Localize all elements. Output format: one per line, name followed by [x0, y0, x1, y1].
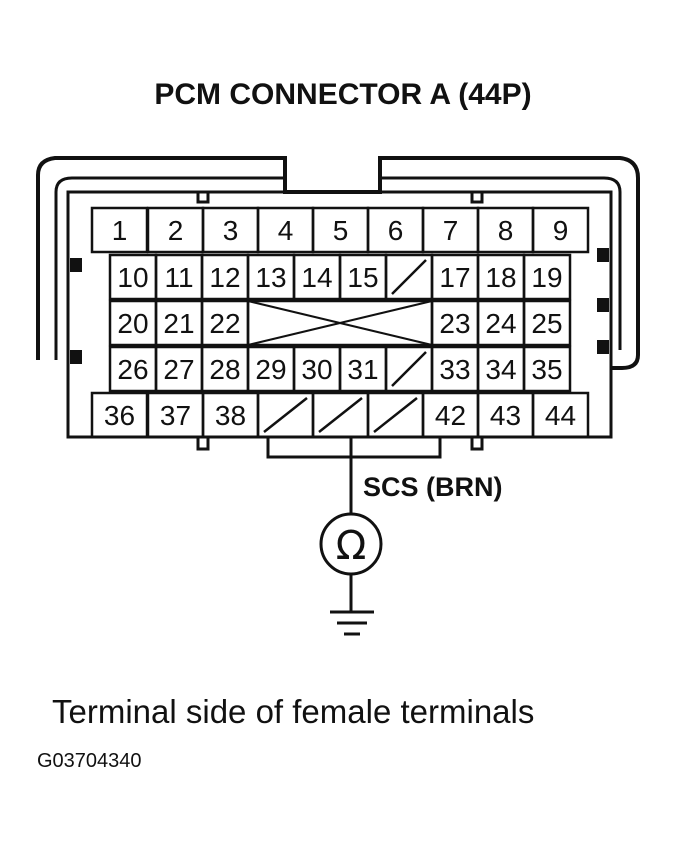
terminal-number: 4 [278, 215, 294, 246]
terminal-number: 19 [531, 262, 562, 293]
terminal-number: 21 [163, 308, 194, 339]
terminal-number: 26 [117, 354, 148, 385]
terminal-cavity [531, 206, 590, 254]
terminal-number: 7 [443, 215, 459, 246]
empty-cavity-slash [391, 351, 427, 387]
terminal-number: 3 [223, 215, 239, 246]
terminal-number: 5 [333, 215, 349, 246]
terminal-number: 6 [388, 215, 404, 246]
empty-cavity-slash [391, 259, 427, 295]
terminal-number: 43 [490, 400, 521, 431]
figure-code: G03704340 [37, 750, 142, 772]
terminal-number: 20 [117, 308, 148, 339]
terminal-number: 13 [255, 262, 286, 293]
empty-cavity-slash [263, 397, 308, 433]
terminal-number: 2 [168, 215, 184, 246]
blocked-cavity-cross [247, 300, 433, 346]
terminal-number: 37 [160, 400, 191, 431]
terminal-number: 42 [435, 400, 466, 431]
empty-cavity-slash [318, 397, 363, 433]
terminal-number: 35 [531, 354, 562, 385]
terminal-number: 18 [485, 262, 516, 293]
ground-icon [330, 610, 374, 636]
terminal-number: 29 [255, 354, 286, 385]
terminal-number: 33 [439, 354, 470, 385]
terminal-cavity [522, 345, 572, 393]
terminal-number: 24 [485, 308, 516, 339]
terminal-number: 17 [439, 262, 470, 293]
terminal-number: 31 [347, 354, 378, 385]
caption: Terminal side of female terminals [52, 693, 534, 730]
terminal-number: 1 [112, 215, 128, 246]
terminal-number: 44 [545, 400, 576, 431]
terminal-number: 34 [485, 354, 516, 385]
empty-cavity-slash [373, 397, 418, 433]
terminal-number: 30 [301, 354, 332, 385]
terminal-number: 28 [209, 354, 240, 385]
terminal-number: 23 [439, 308, 470, 339]
terminal-number: 22 [209, 308, 240, 339]
terminal-cavity [531, 391, 590, 439]
terminal-number: 36 [104, 400, 135, 431]
ohm-glyph: Ω [336, 523, 367, 569]
terminal-cavity [522, 299, 572, 347]
wire-label: SCS (BRN) [363, 472, 503, 502]
terminal-number: 9 [553, 215, 569, 246]
terminal-number: 11 [164, 262, 193, 293]
ohmmeter-circuit: Ω [319, 437, 383, 636]
terminal-number: 25 [531, 308, 562, 339]
terminal-number: 8 [498, 215, 514, 246]
terminal-number: 27 [163, 354, 194, 385]
terminal-number: 10 [117, 262, 148, 293]
terminal-number: 38 [215, 400, 246, 431]
terminal-number: 14 [301, 262, 332, 293]
diagram-title: PCM CONNECTOR A (44P) [154, 78, 531, 111]
terminal-cavity [522, 253, 572, 301]
terminal-number: 12 [209, 262, 240, 293]
terminal-number: 15 [347, 262, 378, 293]
